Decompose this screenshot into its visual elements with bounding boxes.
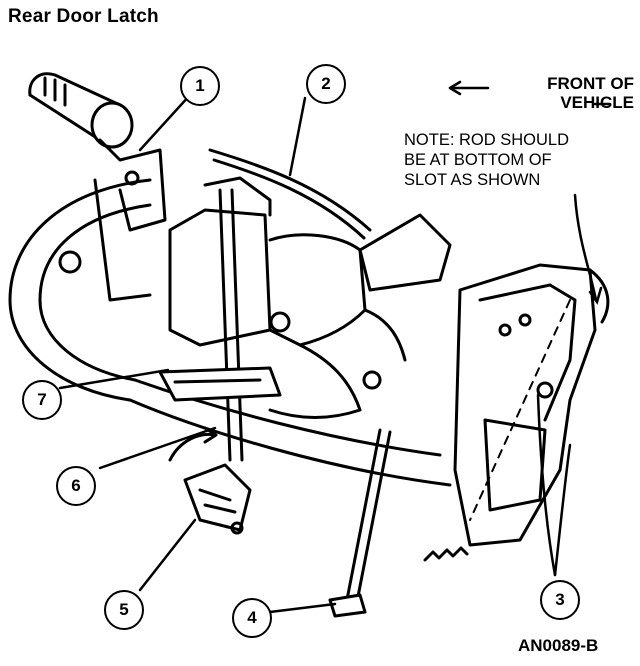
callout-2: 2 <box>306 64 346 104</box>
callout-3: 3 <box>540 580 580 620</box>
latch-housing <box>168 176 452 419</box>
vertical-link-rod <box>158 188 282 462</box>
callout-4: 4 <box>232 598 272 638</box>
callout-1: 1 <box>180 66 220 106</box>
front-of-vehicle-label: FRONT OF VEHICLE <box>547 74 634 112</box>
leader-3 <box>553 443 572 577</box>
leader-1 <box>138 93 192 152</box>
leader-note <box>573 193 598 302</box>
callout-6: 6 <box>56 466 96 506</box>
rod-position-note: NOTE: ROD SHOULD BE AT BOTTOM OF SLOT AS… <box>404 131 570 189</box>
leader-4 <box>268 602 337 614</box>
spring <box>423 546 469 562</box>
callout-7: 7 <box>22 380 62 420</box>
figure-code: AN0089-B <box>518 636 599 655</box>
latch-bracket <box>453 263 610 547</box>
leader-7 <box>58 368 170 390</box>
leader-6 <box>98 426 217 470</box>
door-panel-outline <box>8 178 152 402</box>
actuator-motor <box>28 72 167 302</box>
lower-rod <box>343 428 392 614</box>
leader-2 <box>288 96 307 177</box>
rod-clip <box>183 463 252 535</box>
callout-5: 5 <box>104 590 144 630</box>
upper-rod <box>208 148 372 232</box>
leader-5 <box>138 518 197 592</box>
diagram-title: Rear Door Latch <box>8 6 159 27</box>
